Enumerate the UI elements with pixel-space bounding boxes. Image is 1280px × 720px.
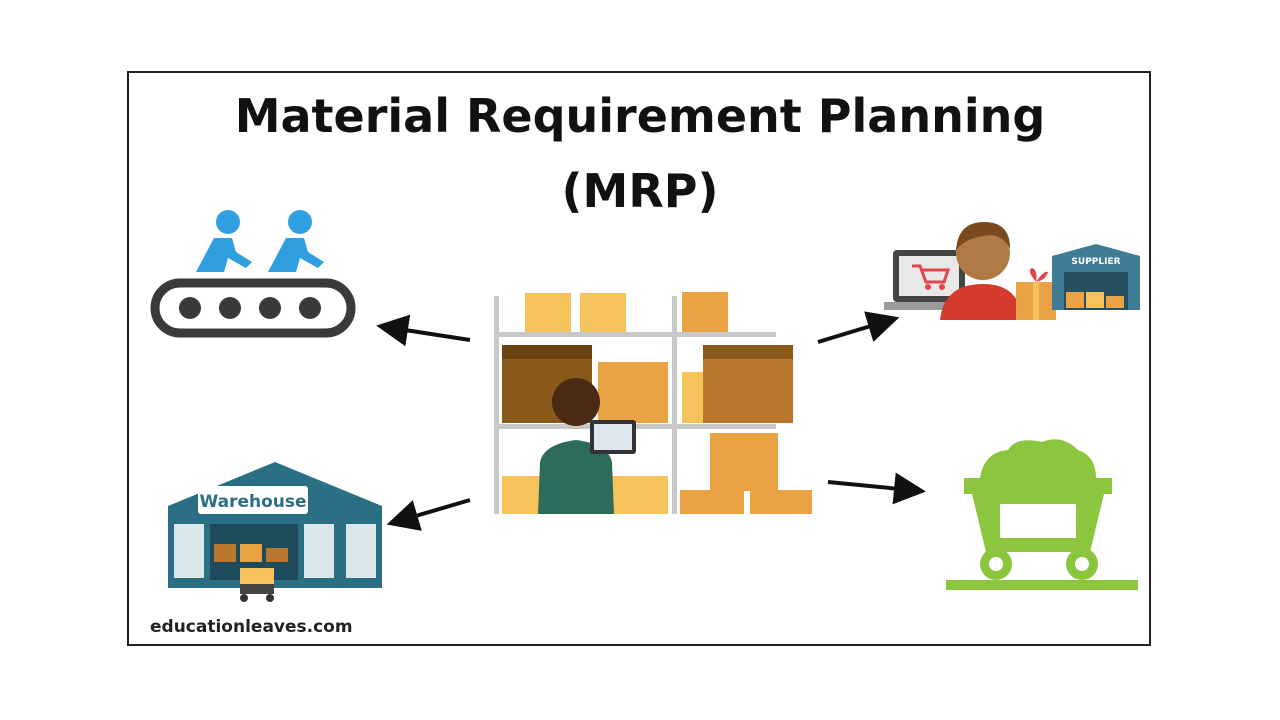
conveyor-workers-icon bbox=[150, 210, 356, 338]
warehouse-label: Warehouse bbox=[199, 492, 306, 512]
inventory-shelves-icon bbox=[494, 292, 812, 514]
online-supplier-icon: SUPPLIER bbox=[884, 222, 1140, 320]
mine-cart-icon bbox=[946, 439, 1138, 590]
source-credit: educationleaves.com bbox=[150, 617, 353, 637]
arrow-to-material bbox=[827, 472, 926, 505]
diagram-subtitle: (MRP) bbox=[561, 164, 719, 218]
warehouse-building-icon: Warehouse bbox=[168, 462, 382, 602]
arrow-to-warehouse bbox=[386, 498, 471, 531]
diagram-title: Material Requirement Planning bbox=[234, 89, 1046, 143]
arrow-to-production bbox=[376, 314, 471, 347]
supplier-label: SUPPLIER bbox=[1071, 257, 1120, 267]
arrow-to-supplier bbox=[817, 311, 900, 344]
